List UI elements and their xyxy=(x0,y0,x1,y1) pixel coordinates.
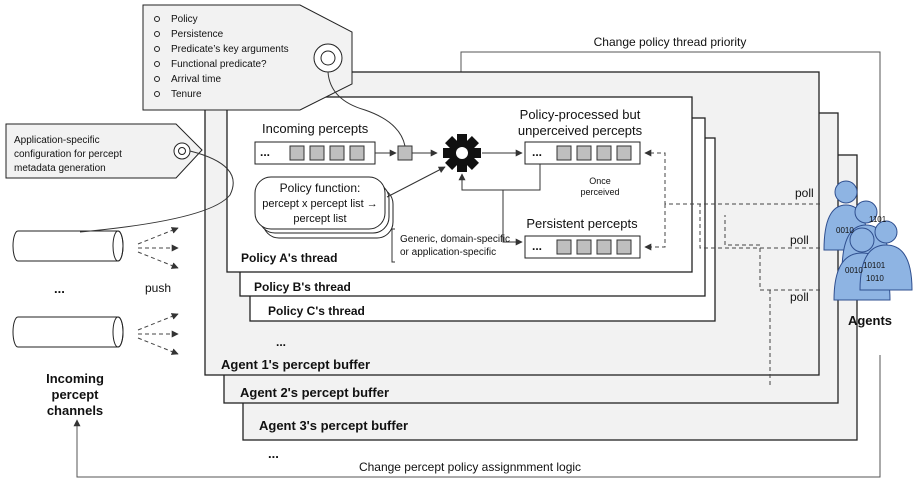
percept-cell xyxy=(576,145,592,161)
metadata-tag: Policy Persistence Predicate’s key argum… xyxy=(142,4,353,111)
processed-label-line: Policy-processed but xyxy=(520,107,641,122)
metadata-item: Tenure xyxy=(171,89,202,100)
metadata-item: Persistence xyxy=(171,29,224,40)
agents-icon: 0010 1101 0010 10101 1010 xyxy=(823,180,913,301)
channel-1 xyxy=(12,230,124,262)
policy-function-line: percept list xyxy=(293,213,346,225)
channels-label-line: Incoming xyxy=(46,371,104,386)
assignment-feedback-arrow: Change percept policy assignmment logic xyxy=(73,355,881,478)
channels-label-line: percept xyxy=(52,387,100,402)
gear-icon xyxy=(443,134,481,172)
poll-label-3: poll xyxy=(790,290,809,304)
percept-cell xyxy=(596,239,612,255)
binary-text: 1010 xyxy=(866,274,884,283)
metadata-item: Policy xyxy=(171,14,198,25)
config-tag-line: configuration for percept xyxy=(14,149,122,160)
percept-cell xyxy=(556,239,572,255)
in-transit-percept xyxy=(397,145,413,161)
processed-label-line: unperceived percepts xyxy=(518,123,643,138)
once-perceived-line: Once xyxy=(589,176,611,186)
percept-cell xyxy=(576,239,592,255)
function-note-line: or application-specific xyxy=(400,247,496,258)
poll-label-1: poll xyxy=(795,186,814,200)
processed-percepts-queue: ... xyxy=(524,141,641,165)
push-label: push xyxy=(145,281,171,295)
metadata-item: Arrival time xyxy=(171,74,221,85)
function-note-line: Generic, domain-specific xyxy=(400,234,510,245)
queue-ellipsis: ... xyxy=(532,239,542,253)
percept-cell xyxy=(616,145,632,161)
percept-cell xyxy=(596,145,612,161)
agent-1-buffer-label: Agent 1's percept buffer xyxy=(221,357,370,372)
persistent-percepts-queue: ... xyxy=(524,235,641,259)
binary-text: 10101 xyxy=(863,261,886,270)
policy-b-label: Policy B's thread xyxy=(254,280,351,294)
config-connector xyxy=(79,150,234,233)
agent-2-buffer-label: Agent 2's percept buffer xyxy=(240,385,389,400)
binary-text: 0010 xyxy=(845,266,863,275)
agents-label: Agents xyxy=(848,313,892,328)
percept-cell xyxy=(309,145,325,161)
config-tag-line: Application-specific xyxy=(14,135,100,146)
policy-function-box: Policy function: percept x percept list … xyxy=(254,176,394,239)
poll-lines xyxy=(644,149,820,385)
more-threads-ellipsis: ... xyxy=(276,335,286,349)
metadata-item: Functional predicate? xyxy=(171,59,267,70)
once-perceived-line: perceived xyxy=(580,187,619,197)
persistent-label: Persistent percepts xyxy=(526,216,638,231)
policy-c-label: Policy C's thread xyxy=(268,304,365,318)
binary-text: 0010 xyxy=(836,226,854,235)
config-tag: Application-specific configuration for p… xyxy=(5,123,203,179)
agent-3-buffer-label: Agent 3's percept buffer xyxy=(259,418,408,433)
push-arrows xyxy=(137,227,179,355)
queue-ellipsis: ... xyxy=(260,145,270,159)
percept-cell xyxy=(289,145,305,161)
channels-label-line: channels xyxy=(47,403,103,418)
priority-arrow-label: Change policy thread priority xyxy=(594,35,747,49)
percept-cell xyxy=(329,145,345,161)
poll-label-2: poll xyxy=(790,233,809,247)
percept-cell xyxy=(556,145,572,161)
metadata-item: Predicate’s key arguments xyxy=(171,44,289,55)
percept-cell xyxy=(616,239,632,255)
metadata-connector xyxy=(327,71,406,147)
channels-ellipsis: ... xyxy=(54,281,65,296)
incoming-percepts-queue: ... xyxy=(254,141,376,165)
more-buffers-ellipsis: ... xyxy=(268,446,279,461)
channel-2 xyxy=(12,316,124,348)
metadata-list: Policy Persistence Predicate’s key argum… xyxy=(154,14,289,100)
incoming-percepts-label: Incoming percepts xyxy=(262,121,369,136)
percept-cell xyxy=(349,145,365,161)
config-tag-line: metadata generation xyxy=(14,163,106,174)
assignment-arrow-label: Change percept policy assignmment logic xyxy=(359,460,581,474)
queue-ellipsis: ... xyxy=(532,145,542,159)
policy-a-label: Policy A's thread xyxy=(241,251,337,265)
binary-text: 1101 xyxy=(869,215,887,224)
policy-function-line: Policy function: xyxy=(280,181,361,195)
policy-function-line: percept x percept list → xyxy=(262,198,378,210)
